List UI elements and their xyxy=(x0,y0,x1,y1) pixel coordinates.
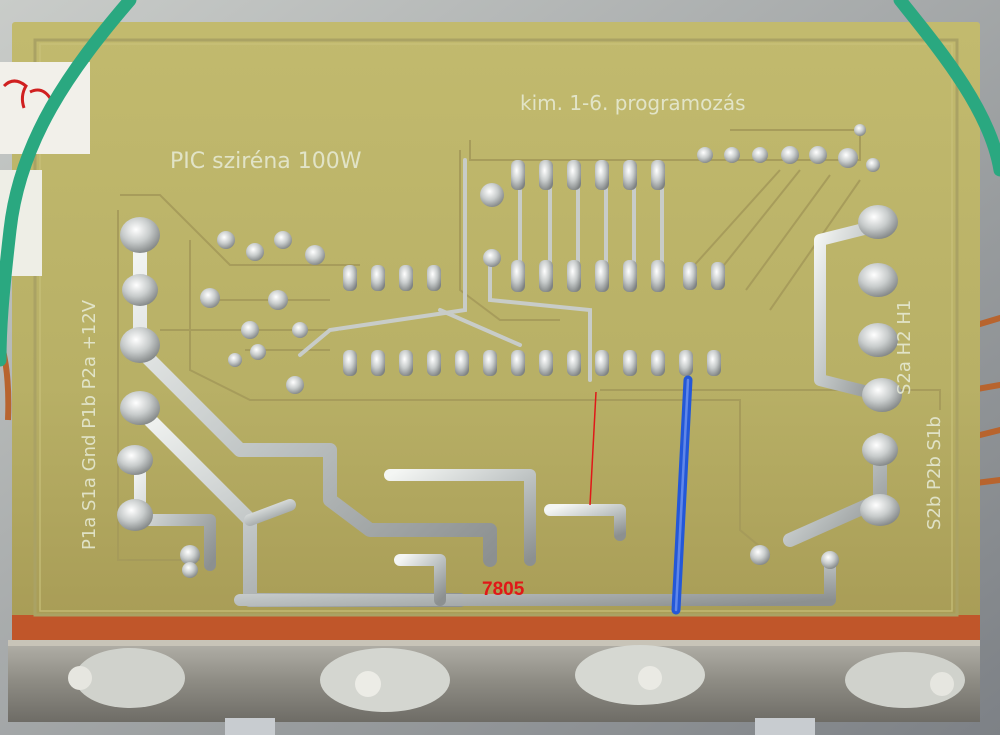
programming-label-text: kim. 1-6. programozás xyxy=(520,91,746,115)
left-pin-labels-text: P1a S1a Gnd P1b P2a +12V xyxy=(79,299,100,550)
component-pads xyxy=(180,183,839,578)
terminal-pads-right xyxy=(858,205,902,526)
ic-pads-row-bottom xyxy=(343,350,721,376)
terminal-pads-left xyxy=(117,217,160,531)
right-pin-labels-bottom-text: S2b P2b S1b xyxy=(924,416,945,530)
right-pin-labels-top-text: S2a H2 H1 xyxy=(894,300,915,395)
red-annotation-line xyxy=(589,391,597,506)
regulator-label-text: 7805 xyxy=(482,579,525,600)
board-title-text: PIC sziréna 100W xyxy=(170,149,362,174)
heatsink-bar xyxy=(8,640,980,735)
ic-pads-row-top xyxy=(343,160,725,292)
green-wire-left xyxy=(0,0,137,367)
programming-header-pads xyxy=(697,124,880,172)
pcb-traces xyxy=(117,129,941,561)
green-wire-right xyxy=(893,0,1000,177)
